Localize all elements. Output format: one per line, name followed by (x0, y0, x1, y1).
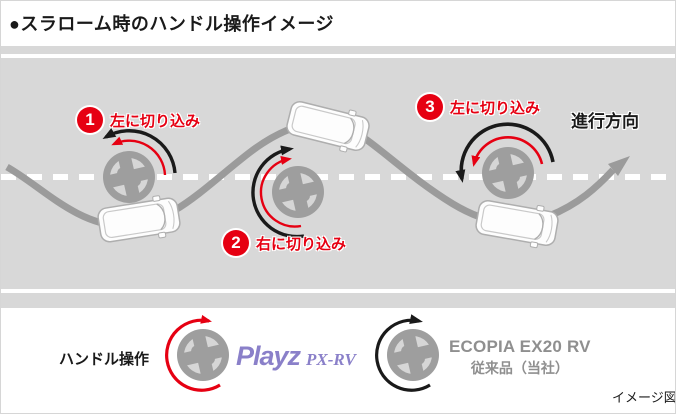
ecopia-note-text: 従来品（当社） (470, 360, 569, 376)
travel-direction-label: 進行方向 (571, 112, 639, 131)
ecopia-legend: ECOPIA EX20 RV 従来品（当社） (449, 337, 591, 378)
annotation-3: 3 左に切り込み (417, 94, 540, 120)
legend-title: ハンドル操作 (59, 351, 150, 368)
page-title: ●スラローム時のハンドル操作イメージ (9, 14, 334, 34)
image-note-label: イメージ図 (612, 390, 676, 405)
annotation-2: 2 右に切り込み (223, 230, 346, 256)
annotation-3-label: 左に切り込み (450, 99, 541, 117)
legend-red-rotation-arrow-icon (165, 314, 221, 392)
ecopia-name-text: ECOPIA EX20 RV (449, 337, 591, 356)
annotation-2-label: 右に切り込み (256, 235, 347, 253)
legend-ecopia-wheel-icon (375, 314, 444, 392)
road-center-dashed-line (1, 174, 675, 180)
playz-model-text: PX-RV (306, 350, 356, 369)
annotation-1: 1 左に切り込み (77, 107, 200, 133)
annotation-1-number-badge: 1 (77, 107, 103, 133)
annotation-3-number-badge: 3 (417, 94, 443, 120)
legend-playz-wheel-icon (165, 314, 234, 392)
legend-black-rotation-arrow-icon (375, 314, 431, 392)
playz-logo: Playz PX-RV (236, 341, 356, 372)
road-edge-line-top (1, 54, 675, 58)
playz-brand-text: Playz (236, 341, 301, 371)
annotation-1-label: 左に切り込み (110, 112, 201, 130)
road-edge-line-bottom (1, 289, 675, 293)
annotation-2-number-badge: 2 (223, 230, 249, 256)
